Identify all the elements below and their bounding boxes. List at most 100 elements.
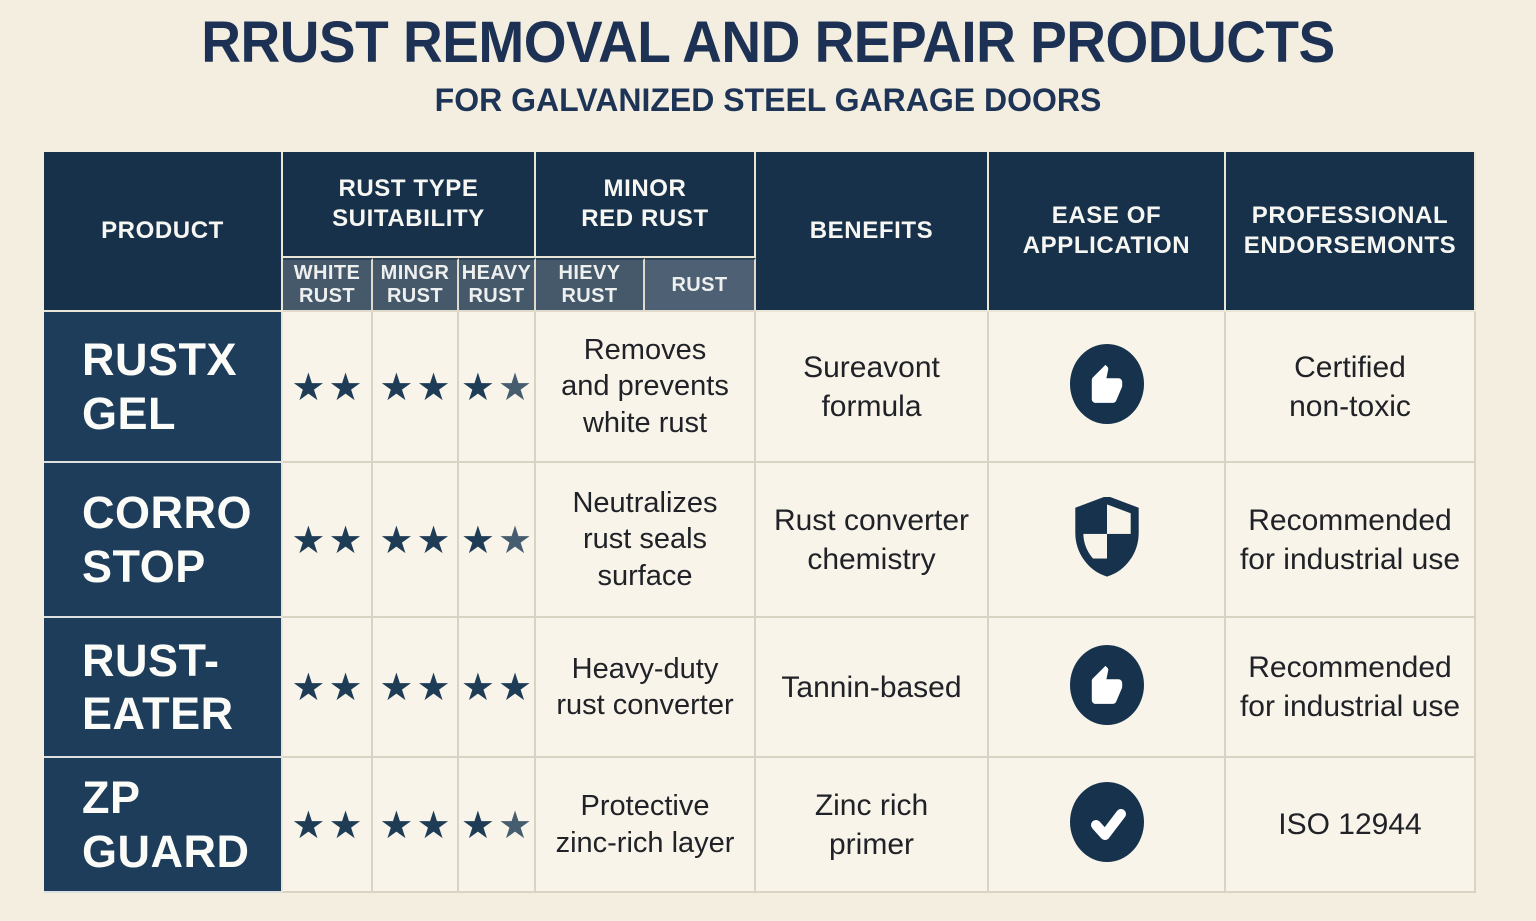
subheader-mingr-rust-label: MINGR RUST (380, 262, 450, 307)
rating-rust-eater-mingr-rust: ★★ (373, 618, 459, 758)
star-icon: ★ (328, 517, 363, 562)
ease-zp (989, 758, 1226, 893)
column-header-benefits: BENEFITS (756, 152, 989, 312)
endorsement-rust-eater: Recommended for industrial use (1226, 618, 1476, 758)
page-header: RRUST REMOVAL AND REPAIR PRODUCTS FOR GA… (0, 9, 1536, 119)
column-header-minor-red-rust-label: MINOR RED RUST (581, 175, 709, 232)
page-title: RRUST REMOVAL AND REPAIR PRODUCTS (201, 9, 1335, 75)
column-header-rust-type-suitability: RUST TYPE SUITABILITY (283, 152, 536, 258)
endorsement-corro: Recommended for industrial use (1226, 463, 1476, 618)
subheader-white-rust: WHITE RUST (283, 258, 373, 312)
column-header-benefits-label: BENEFITS (809, 217, 934, 244)
product-name-label: CORRO STOP (82, 487, 252, 592)
star-icon: ★ (328, 665, 363, 709)
rating-corro-mingr-rust: ★★ (373, 463, 459, 618)
column-header-professional-endorsements-label: PROFESSIONAL ENDORSEMONTS (1243, 202, 1457, 259)
rating-corro-white-rust: ★★ (283, 463, 373, 618)
star-icon: ★ (498, 665, 533, 709)
minor-red-rust-rust-eater: Heavy-duty rust converter (536, 618, 756, 758)
column-header-product: PRODUCT (44, 152, 283, 312)
star-icon: ★ (291, 802, 326, 847)
subheader-mingr-rust: MINGR RUST (373, 258, 459, 312)
endorsement-text: ISO 12944 (1278, 808, 1422, 841)
minor-red-rust-zp: Protective zinc-rich layer (536, 758, 756, 893)
product-name-label: RUST- EATER (82, 634, 234, 739)
product-comparison-table: PRODUCT RUST TYPE SUITABILITY MINOR RED … (44, 152, 1476, 893)
benefit-zp: Zinc rich primer (756, 758, 989, 893)
benefit-rustx: Sureavont formula (756, 312, 989, 463)
product-name-label: RUSTX GEL (82, 334, 238, 439)
product-name-label: ZP GUARD (82, 772, 250, 877)
subheader-heavy-rust-label: HEAVY RUST (461, 262, 532, 307)
subheader-white-rust-label: WHITE RUST (293, 262, 361, 307)
product-name-rust-eater: RUST- EATER (44, 618, 283, 758)
star-icon: ★ (291, 364, 326, 409)
star-icon: ★ (291, 665, 326, 709)
endorsement-rustx: Certified non-toxic (1226, 312, 1476, 463)
star-icon: ★ (460, 802, 495, 847)
product-name-zp-guard: ZP GUARD (44, 758, 283, 893)
star-icon: ★ (460, 517, 495, 562)
endorsement-text: Recommended for industrial use (1239, 503, 1461, 576)
benefit-text: Tannin-based (781, 670, 962, 704)
subheader-hievy-rust-label: HIEVY RUST (558, 262, 621, 307)
shield-icon (1070, 495, 1144, 582)
minor-red-rust-text: Protective zinc-rich layer (555, 790, 735, 859)
rating-rustx-white-rust: ★★ (283, 312, 373, 463)
star-icon: ★ (379, 802, 414, 847)
star-icon: ★ (416, 665, 451, 709)
minor-red-rust-text: Removes and prevents white rust (561, 334, 729, 439)
minor-red-rust-rustx: Removes and prevents white rust (536, 312, 756, 463)
endorsement-text: Certified non-toxic (1289, 350, 1411, 423)
check-icon (1068, 781, 1146, 868)
star-icon: ★ (416, 802, 451, 847)
minor-red-rust-text: Heavy-duty rust converter (556, 652, 734, 721)
benefit-text: Zinc rich primer (814, 788, 929, 861)
column-header-product-label: PRODUCT (101, 217, 224, 244)
benefit-text: Rust converter chemistry (773, 503, 970, 576)
star-icon: ★ (416, 364, 451, 409)
endorsement-text: Recommended for industrial use (1239, 651, 1461, 723)
column-header-ease-of-application: EASE OF APPLICATION (989, 152, 1226, 312)
product-name-rustx-gel: RUSTX GEL (44, 312, 283, 463)
thumbs-up-icon (1068, 644, 1146, 731)
star-icon: ★ (291, 517, 326, 562)
rating-zp-white-rust: ★★ (283, 758, 373, 893)
page-subtitle: FOR GALVANIZED STEEL GARAGE DOORS (434, 81, 1102, 118)
ease-rust-eater (989, 618, 1226, 758)
ease-rustx (989, 312, 1226, 463)
column-header-rust-type-suitability-label: RUST TYPE SUITABILITY (332, 175, 485, 232)
star-icon: ★ (498, 364, 533, 409)
rating-rust-eater-heavy-rust: ★★ (459, 618, 536, 758)
product-name-corro-stop: CORRO STOP (44, 463, 283, 618)
subheader-hievy-rust: HIEVY RUST (536, 258, 645, 312)
subheader-rust: RUST (645, 258, 756, 312)
subheader-heavy-rust: HEAVY RUST (459, 258, 536, 312)
star-icon: ★ (498, 517, 533, 562)
star-icon: ★ (379, 364, 414, 409)
rating-corro-heavy-rust: ★★ (459, 463, 536, 618)
subheader-rust-label: RUST (671, 273, 728, 296)
benefit-corro: Rust converter chemistry (756, 463, 989, 618)
endorsement-zp: ISO 12944 (1226, 758, 1476, 893)
star-icon: ★ (460, 665, 495, 709)
ease-corro (989, 463, 1226, 618)
minor-red-rust-text: Neutralizes rust seals surface (572, 487, 718, 592)
star-icon: ★ (328, 802, 363, 847)
rating-zp-heavy-rust: ★★ (459, 758, 536, 893)
star-icon: ★ (379, 665, 414, 709)
minor-red-rust-corro: Neutralizes rust seals surface (536, 463, 756, 618)
column-header-professional-endorsements: PROFESSIONAL ENDORSEMONTS (1226, 152, 1476, 312)
benefit-text: Sureavont formula (803, 350, 940, 423)
benefit-rust-eater: Tannin-based (756, 618, 989, 758)
star-icon: ★ (416, 517, 451, 562)
thumbs-up-icon (1068, 343, 1146, 430)
column-header-ease-of-application-label: EASE OF APPLICATION (1022, 202, 1191, 259)
star-icon: ★ (460, 364, 495, 409)
star-icon: ★ (328, 364, 363, 409)
column-header-minor-red-rust: MINOR RED RUST (536, 152, 756, 258)
star-icon: ★ (498, 802, 533, 847)
rating-zp-mingr-rust: ★★ (373, 758, 459, 893)
rating-rust-eater-white-rust: ★★ (283, 618, 373, 758)
rating-rustx-heavy-rust: ★★ (459, 312, 536, 463)
